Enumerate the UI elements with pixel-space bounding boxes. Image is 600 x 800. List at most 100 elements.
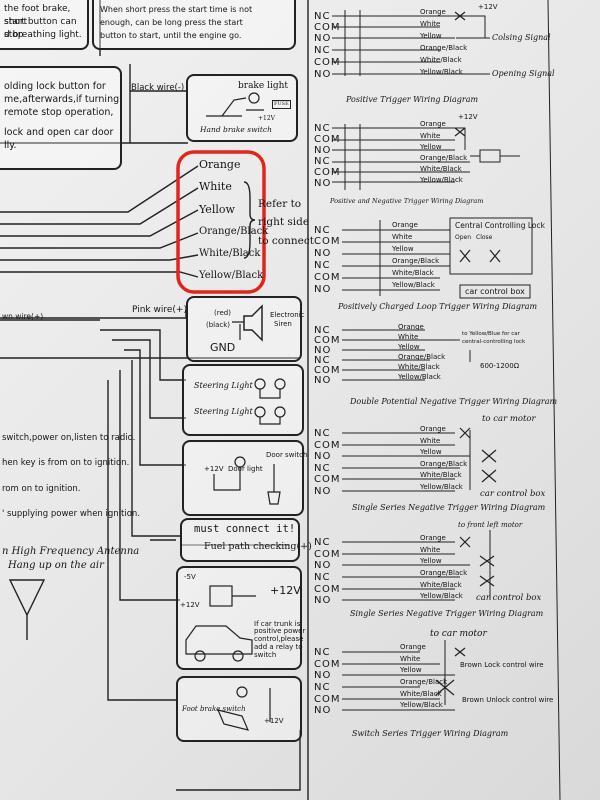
trunk-plus-label: +12V: [270, 584, 301, 597]
start-note-line: enough, can be long press the start: [100, 18, 243, 27]
wire-color: White: [420, 132, 441, 140]
pin-label: NC: [314, 325, 331, 336]
pink-wire-label: Pink wire(+): [132, 305, 187, 315]
trunk-note-line: switch: [254, 651, 277, 659]
fuel-path-module: must connect it! Fuel path checking(+): [180, 518, 312, 562]
pin-label: COM: [314, 272, 341, 283]
wire-color: White/Black: [398, 363, 440, 371]
trunk-plus2-label: +12V: [180, 601, 200, 609]
trunk-note-line: positive power: [254, 627, 306, 635]
lock-note-line: olding lock button for: [4, 81, 106, 92]
wire-color: White: [392, 233, 413, 241]
pin-label: COM: [314, 335, 341, 346]
wire-color: White: [420, 20, 441, 28]
pin-label: COM: [314, 440, 341, 451]
wire-color: Yellow: [420, 448, 442, 456]
trunk-note-line: control,please: [254, 635, 304, 643]
pin-label: NO: [314, 705, 332, 716]
wire-color: Orange: [420, 425, 446, 433]
pin-label: NO: [314, 33, 332, 44]
foot-brake-label: Foot brake switch: [182, 705, 246, 713]
radio-note-line: switch,power on,listen to radio.: [2, 433, 136, 443]
wire-color: Orange/Black: [400, 678, 448, 686]
wire-color: White: [420, 437, 441, 445]
plus-label: +12V: [478, 3, 498, 11]
start-note-line: button to start, until the engine go.: [100, 31, 242, 40]
pin-label: NC: [314, 11, 331, 22]
steering-light-label: Steering Light: [194, 381, 253, 390]
lock-note-line: lly.: [4, 140, 17, 151]
wire-color: White: [400, 655, 421, 663]
output-wire-label: White/Black: [199, 248, 261, 259]
output-wire-label: White: [199, 180, 232, 193]
pin-label: NO: [314, 451, 332, 462]
pin-label: NC: [314, 428, 331, 439]
wire-color: Yellow/Black: [420, 176, 463, 184]
pin-label: NC: [314, 682, 331, 693]
wire-color: Yellow/Black: [398, 373, 441, 381]
diagram-caption: Double Potential Negative Trigger Wiring…: [350, 397, 558, 406]
refer-note-line: Refer to: [258, 198, 302, 210]
diagram-caption: Positively Charged Loop Trigger Wiring D…: [338, 302, 538, 311]
pin-label: NC: [314, 225, 331, 236]
car-trunk-icon: [185, 585, 256, 662]
wire-color: Orange: [398, 323, 424, 331]
wire-color: White: [420, 546, 441, 554]
door-light-label: Door light: [228, 465, 263, 473]
pin-label: NO: [314, 284, 332, 295]
pin-label: COM: [314, 22, 341, 33]
wire-color: Yellow: [420, 557, 442, 565]
lock-note-line: lock and open car door: [4, 127, 114, 138]
pin-label: COM: [314, 57, 341, 68]
wire-color: Orange: [420, 8, 446, 16]
wire-color: Orange/Black: [392, 257, 440, 265]
trunk-neg-label: -5V: [184, 573, 196, 581]
diagram-caption: Positive Trigger Wiring Diagram: [346, 95, 479, 104]
wire-color: Yellow: [420, 143, 442, 151]
siren-speaker-icon: [232, 304, 263, 342]
lock-note-line: remote stop operation,: [4, 107, 114, 118]
foot-brake-module: Foot brake switch +12V: [176, 676, 302, 742]
pin-label: NO: [314, 375, 332, 386]
black-wire-label: Black wire(-): [131, 83, 185, 93]
siren-red-label: (red): [214, 309, 231, 317]
foot-brake-note-line: d breathing light.: [4, 30, 82, 40]
trunk-module: -5V +12V +12V If car trunk is positive p…: [176, 566, 306, 670]
pin-label: COM: [314, 365, 341, 376]
wire-color: Orange/Black: [420, 460, 468, 468]
output-wire-label: Yellow: [199, 203, 235, 216]
brake-plus-label: +12V: [258, 115, 275, 122]
antenna-label: Hang up on the air: [8, 560, 104, 571]
radio-note-line: hen key is from on to ignition.: [2, 458, 130, 468]
siren-label: Siren: [274, 320, 292, 328]
close-label: Close: [476, 234, 493, 241]
signal-label: Colsing Signal: [492, 33, 551, 42]
wire-color: White/Black: [420, 56, 462, 64]
pin-label: NO: [314, 145, 332, 156]
foot-brake-note-line: the foot brake, short: [4, 4, 71, 27]
brake-switch-icon: [206, 92, 264, 117]
wire-color: Yellow/Black: [420, 68, 463, 76]
pin-label: COM: [314, 236, 341, 247]
start-note-line: When short press the start time is not: [100, 5, 253, 14]
gnd-label: GND: [210, 341, 236, 354]
wire-color: Yellow/Black: [400, 701, 443, 709]
motor-label: to car motor: [430, 629, 487, 639]
trunk-note-line: If car trunk is: [254, 620, 301, 628]
pin-label: NC: [314, 45, 331, 56]
wire-color: Orange/Black: [420, 154, 468, 162]
door-switch-module: Door switch +12V Door light: [182, 440, 307, 516]
brake-light-module: brake light FUSE +12V Hand brake switch: [186, 74, 298, 142]
siren-black-label: (black): [206, 321, 231, 329]
brake-pedal-icon: [216, 686, 271, 731]
foot-brake-note-line: start button can stop: [4, 17, 77, 40]
door-switch-icon: [213, 456, 281, 505]
wire-color: Yellow: [400, 666, 422, 674]
wire-color: Yellow/Black: [392, 281, 435, 289]
wire-color: Orange: [420, 534, 446, 542]
pin-label: COM: [314, 659, 341, 670]
wire-color: Orange/Black: [420, 44, 468, 52]
pin-label: NO: [314, 560, 332, 571]
start-note-box: When short press the start time is not e…: [92, 0, 296, 50]
